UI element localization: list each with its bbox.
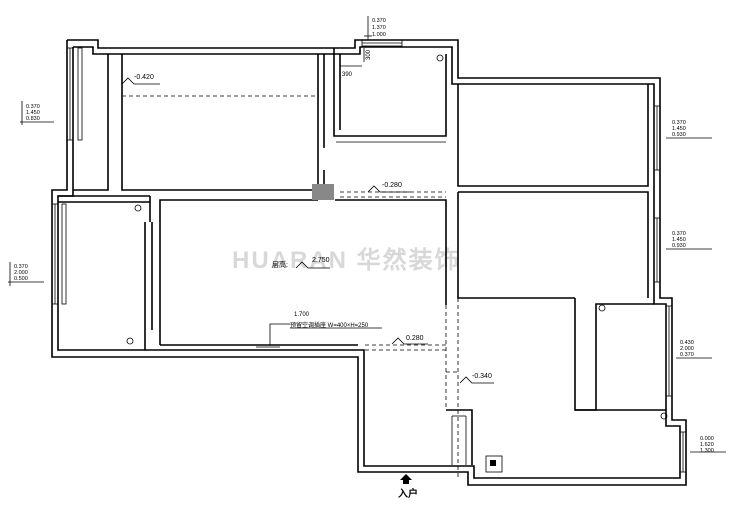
elevation-corridor: 0.280 [406,335,424,342]
window-right-bottom-spec-2: 1.620 [700,442,714,448]
window-left-upper-spec-1: 0.370 [26,104,40,110]
window-left-lower-spec-2: 2.000 [14,270,28,276]
window-right-lower-spec-2: 2.000 [680,346,694,352]
elevation-master-bedroom: -0.420 [134,74,154,81]
fixtures [126,54,668,473]
window-right-bottom-spec-1: 0.000 [700,436,714,442]
watermark: HUARAN 华然装饰 [232,246,461,274]
window-right-bottom-spec-3: 1.300 [700,448,714,454]
window-right-upper-spec-2: 1.450 [672,126,686,132]
window-right-upper-spec-3: 0.930 [672,132,686,138]
ac-outlet-note: 预留空调插座 W=400×H=250 [290,321,369,329]
dashed-boundaries [121,95,459,480]
living-height-label: 层高: [272,260,288,269]
entrance-label: 入户 [398,487,418,500]
window-left-lower-spec-1: 0.370 [14,264,28,270]
window-spec-right-lower: 0.430 2.000 0.370 [676,340,712,359]
entrance-arrow-icon [400,474,412,480]
window-spec-right-upper: 0.370 1.450 0.930 [666,120,712,139]
window-top-spec-1: 0.370 [372,18,386,24]
exterior-walls [51,39,687,486]
window-spec-right-middle: 0.370 1.450 0.930 [666,231,712,250]
window-top-spec-2: 1.370 [372,25,386,31]
entrance-marker: 入户 [398,474,418,500]
living-height-value: 2.750 [312,257,330,264]
window-left-upper-spec-3: 0.830 [26,116,40,122]
elevation-markers: -0.420 -0.280 层高: 2.750 0.280 -0.340 1.7… [121,48,494,384]
window-spec-left-upper: 0.370 1.450 0.830 [20,101,54,125]
window-right-middle-spec-2: 1.450 [672,237,686,243]
window-right-lower-spec-1: 0.430 [680,340,694,346]
top-opening-width: 390 [342,72,353,78]
elevation-kitchen: -0.340 [472,373,492,380]
window-right-lower-spec-3: 0.370 [680,352,694,358]
window-left-upper-spec-2: 1.450 [26,110,40,116]
elevation-hall: -0.280 [382,182,402,189]
window-right-upper-spec-1: 0.370 [672,120,686,126]
window-left-lower-spec-3: 0.500 [14,276,28,282]
windows [51,39,687,473]
window-right-middle-spec-3: 0.930 [672,243,686,249]
ac-outlet-height: 1.700 [294,312,310,318]
window-spec-left-lower: 0.370 2.000 0.500 [8,262,44,286]
top-opening-side: 300 [366,49,372,60]
window-top-spec-3: 1.000 [372,32,386,38]
window-right-middle-spec-1: 0.370 [672,231,686,237]
window-spec-top: 0.370 1.370 1.000 [364,16,386,40]
interior-walls [58,48,666,465]
window-spec-right-bottom: 0.000 1.620 1.300 [690,436,726,454]
